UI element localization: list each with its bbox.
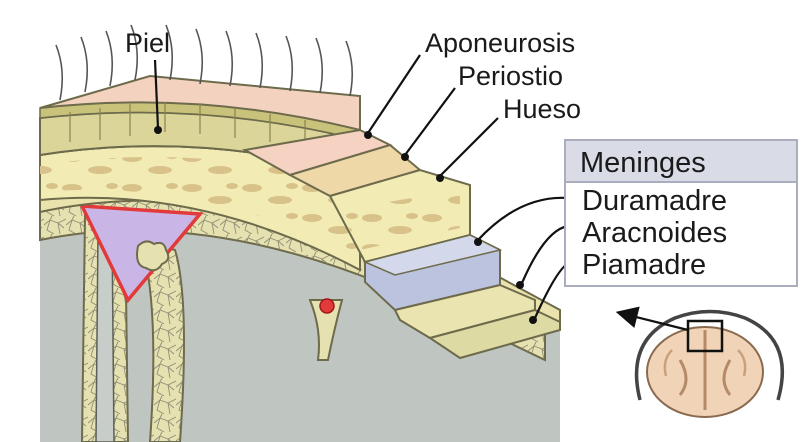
label-meninges: Meninges [580,147,706,179]
label-pia: Piamadre [582,249,706,281]
dot-periosteum [401,153,409,161]
leader-arachnoid [522,226,568,283]
label-bone: Hueso [503,94,581,124]
dot-aponeurosis [364,131,372,139]
dot-bone [436,174,444,182]
label-periosteum: Periostio [458,61,563,91]
blood-vessel [320,299,334,313]
label-skin: Piel [125,28,170,58]
label-aponeurosis: Aponeurosis [425,28,575,58]
label-dura: Duramadre [582,185,727,217]
label-arachnoid: Aracnoides [582,217,727,249]
dot-arachnoid [516,281,524,289]
leader-aponeurosis [368,55,420,133]
dot-skin [154,126,162,134]
dot-pia [529,316,537,324]
leader-bone [440,118,498,176]
leader-periosteum [405,88,455,155]
dot-dura [474,238,482,246]
brain-section-thumbnail-icon [637,312,783,418]
